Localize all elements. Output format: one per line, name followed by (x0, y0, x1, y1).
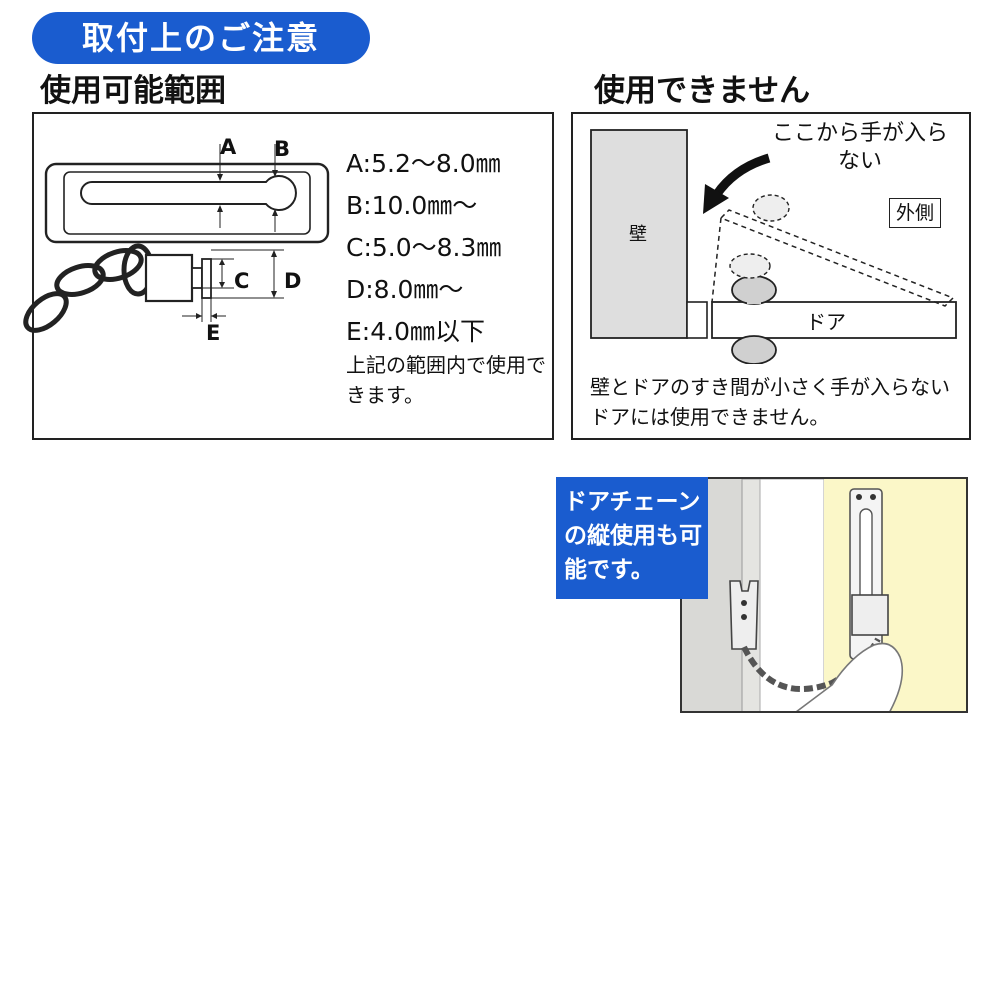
wall-block (590, 129, 688, 339)
vertical-chain-photo (680, 477, 968, 713)
dim-label-e: E (206, 321, 221, 345)
spec-item-b: B:10.0㎜〜 (346, 191, 478, 220)
not-usable-panel: 壁 (571, 112, 971, 440)
door-block (711, 301, 957, 339)
wall-door-gap-diagram (590, 129, 957, 364)
section-title: 取付上のご注意 (81, 19, 320, 57)
arrow-icon (713, 153, 771, 197)
door-knob (731, 335, 777, 364)
section-title-badge: 取付上のご注意 (32, 12, 370, 64)
chain-link (92, 248, 144, 282)
slide-slot (80, 175, 297, 211)
knob-head (201, 258, 212, 299)
usable-range-panel: A B C D E (23, 112, 554, 440)
usable-range-heading: 使用可能範囲 (40, 73, 226, 109)
door-label: ドア (806, 310, 846, 334)
not-usable-description: 壁とドアのすき間が小さく手が入らないドアには使用できません。 (590, 375, 950, 429)
hand (796, 642, 904, 711)
spec-item-e: E:4.0㎜以下 (346, 317, 485, 346)
spec-item-d: D:8.0㎜〜 (346, 275, 464, 304)
wall-label: 壁 (629, 224, 647, 245)
no-hand-label: ここから手が入らない (771, 121, 948, 174)
vertical-use-text: ドアチェーンの縦使用も可能です。 (564, 489, 702, 583)
outside-label: 外側 (889, 198, 942, 228)
dim-label-b: B (274, 137, 291, 161)
spec-list: A:5.2〜8.0㎜ B:10.0㎜〜 C:5.0〜8.3㎜ D:8.0㎜〜 E… (346, 143, 556, 353)
chain-link (54, 263, 106, 297)
dim-label-a: A (220, 135, 237, 159)
dim-label-d: D (284, 269, 302, 293)
spec-item-c: C:5.0〜8.3㎜ (346, 233, 502, 262)
vertical-use-badge: ドアチェーンの縦使用も可能です。 (556, 477, 708, 599)
dim-label-c: C (234, 269, 250, 293)
chain-dimension-diagram (23, 144, 330, 333)
chain-link (23, 291, 69, 333)
door-knob (731, 275, 777, 305)
spec-item-a: A:5.2〜8.0㎜ (346, 149, 501, 178)
chain-end-block (144, 253, 194, 303)
usable-note: 上記の範囲内で使用できます。 (346, 353, 546, 407)
not-usable-heading: 使用できません (594, 73, 811, 109)
